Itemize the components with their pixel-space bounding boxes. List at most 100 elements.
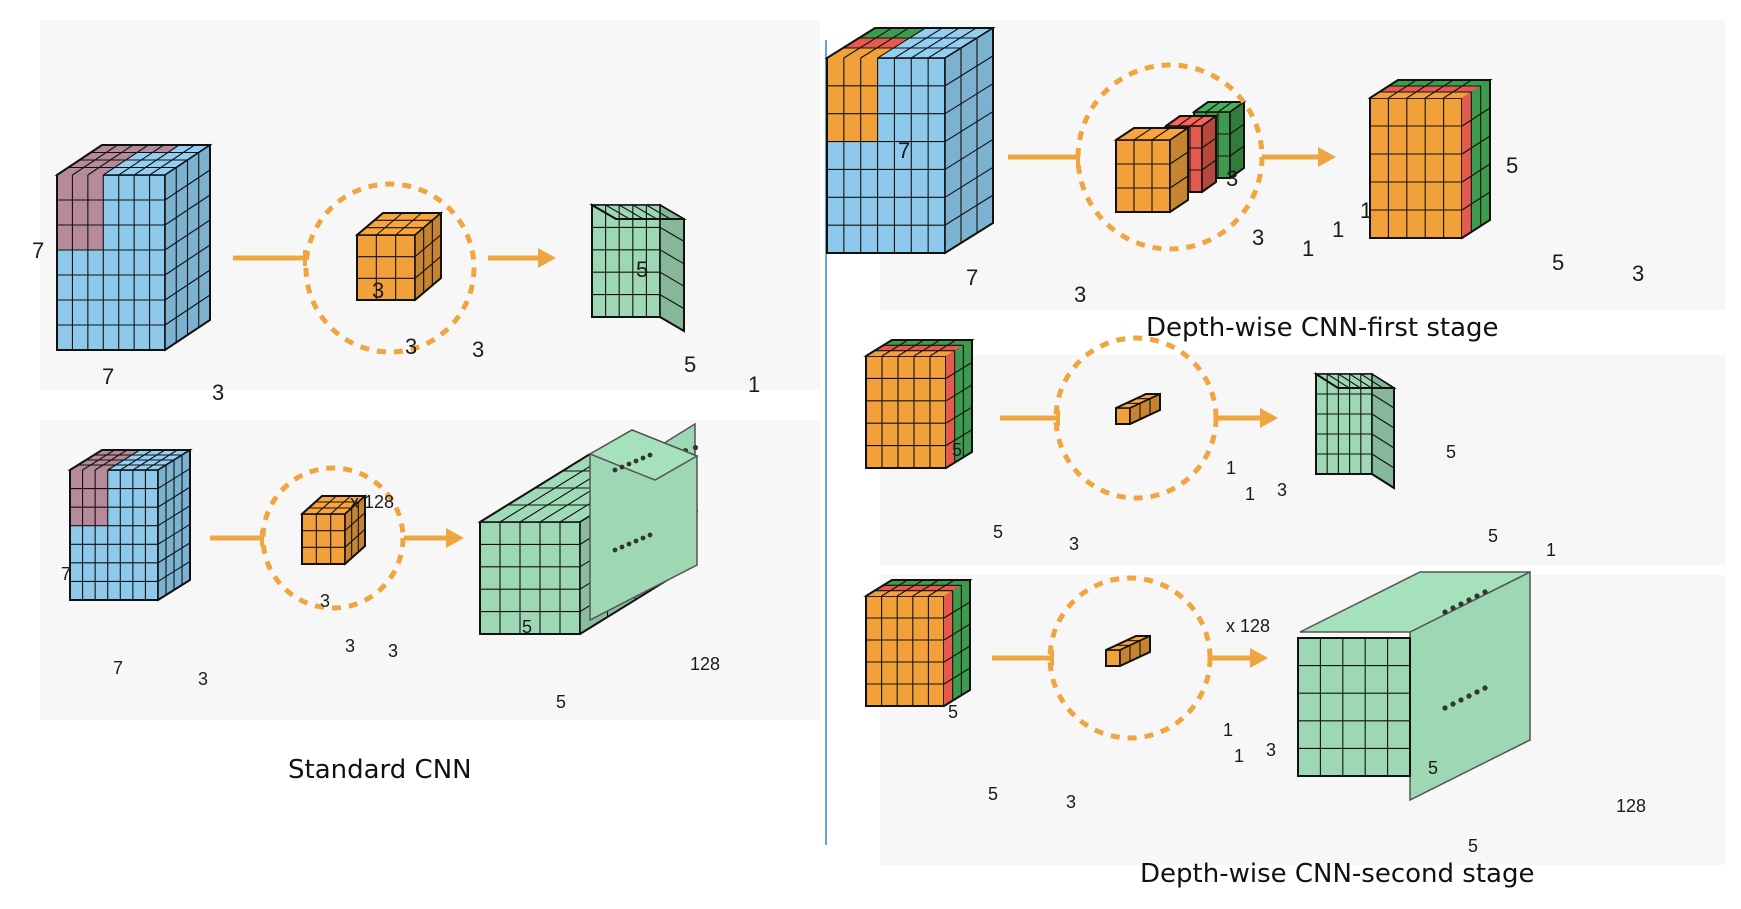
- ellipsis-dot: [1450, 605, 1456, 611]
- ellipsis-dot: [640, 535, 646, 541]
- dw2-bot-output-height-label: 5: [1428, 758, 1438, 778]
- dw2-top-output-depth-label: 1: [1546, 540, 1556, 560]
- dw2-bot-input-depth-label: 3: [1066, 792, 1076, 812]
- std-bot-input-width-label: 7: [113, 658, 123, 678]
- dw1-output-width-label: 5: [1552, 250, 1564, 275]
- dw1-output-depth-label: 3: [1632, 261, 1644, 286]
- dw2-top-input-width-label: 5: [993, 522, 1003, 542]
- dw2-top-kernel-width-label: 1: [1245, 484, 1255, 504]
- std-top-output-depth-label: 1: [748, 372, 760, 397]
- dw1-kernel-orange: [1113, 126, 1191, 214]
- dw1-input-height-label: 7: [898, 138, 910, 163]
- dw2-bot-multiplier-label: x 128: [1226, 616, 1270, 636]
- ellipsis-dot: [1450, 701, 1456, 707]
- dw1-input-width-label: 7: [966, 265, 978, 290]
- std-top-kernel-height-label: 3: [372, 278, 384, 303]
- dw1-kernel-width-label: 3: [1252, 225, 1264, 250]
- ellipsis-dot: [647, 452, 653, 458]
- diagram-shapes: [54, 26, 1531, 802]
- ellipsis-dot: [640, 455, 646, 461]
- std-bot-kernel: [299, 494, 368, 566]
- depthwise-first-stage-caption: Depth-wise CNN-first stage: [1146, 313, 1499, 343]
- ellipsis-dot: [1466, 597, 1472, 603]
- std-top-kernel-depth-label: 3: [472, 337, 484, 362]
- ellipsis-dot: [626, 541, 632, 547]
- ellipsis-dot: [612, 547, 618, 553]
- dw2-bot-kernel: [1105, 634, 1151, 668]
- dw2-top-arrow-out: [1214, 408, 1278, 428]
- dw2-bot-input-height-label: 5: [948, 702, 958, 722]
- std-bot-arrow-out: [404, 528, 464, 548]
- ellipsis-dot: [633, 538, 639, 544]
- dw1-output-height-label: 5: [1506, 153, 1518, 178]
- std-top-kernel-width-label: 3: [405, 334, 417, 359]
- ellipsis-dot: [1482, 589, 1488, 595]
- std-bot-output-long-slab: [588, 429, 699, 622]
- dw2-bot-input-tensor: [863, 578, 973, 708]
- ellipsis-dot: [1482, 685, 1488, 691]
- std-top-output: [589, 203, 687, 333]
- std-top-input-width-label: 7: [102, 364, 114, 389]
- dw1-kernel-depth1-label: 1: [1302, 236, 1314, 261]
- diagram-arrows: [210, 62, 1336, 741]
- dw2-top-kernel: [1115, 392, 1161, 426]
- ellipsis-dot: [647, 532, 653, 538]
- std-top-input-depth-label: 3: [212, 380, 224, 405]
- ellipsis-dot: [692, 445, 699, 451]
- dw1-kernel-height-label: 3: [1226, 166, 1238, 191]
- std-bot-kernel-width-label: 3: [345, 636, 355, 656]
- dw1-kernel-depth2-label: 1: [1332, 217, 1344, 242]
- standard-cnn-caption: Standard CNN: [288, 755, 472, 785]
- std-top-output-height-label: 5: [636, 257, 648, 282]
- dw1-kernel-depth3-label: 1: [1360, 198, 1372, 223]
- dw2-bot-arrow-out: [1208, 648, 1268, 668]
- std-bot-kernel-circle: [260, 465, 406, 611]
- dw2-bot-output-depth-label: 128: [1616, 796, 1646, 816]
- dw1-input-tensor: [824, 26, 996, 255]
- ellipsis-dot: [1466, 693, 1472, 699]
- std-top-kernel: [354, 211, 444, 302]
- std-bot-input-tensor: [67, 448, 193, 602]
- std-top-input-tensor: [54, 143, 213, 352]
- dw2-bot-input-width-label: 5: [988, 784, 998, 804]
- dw2-top-kernel-depth-label: 3: [1277, 480, 1287, 500]
- dw1-output: [1367, 78, 1493, 240]
- std-top-input-height-label: 7: [32, 238, 44, 263]
- ellipsis-dot: [1442, 705, 1448, 711]
- ellipsis-dot: [619, 544, 625, 550]
- ellipsis-dot: [619, 464, 625, 470]
- std-bot-kernel-depth-label: 3: [388, 641, 398, 661]
- dw2-top-output: [1313, 372, 1397, 490]
- dw2-bot-output: [1297, 636, 1411, 777]
- std-bot-output-width-label: 5: [556, 692, 566, 712]
- dw2-top-input-depth-label: 3: [1069, 534, 1079, 554]
- dw2-bot-output-width-label: 5: [1468, 836, 1478, 856]
- ellipsis-dot: [1474, 593, 1480, 599]
- ellipsis-dot: [612, 467, 618, 473]
- ellipsis-dot: [1474, 689, 1480, 695]
- std-bot-multiplier-label: x 128: [350, 492, 394, 512]
- dw2-top-input-height-label: 5: [952, 440, 962, 460]
- std-bot-input-depth-label: 3: [198, 669, 208, 689]
- ellipsis-dot: [1442, 609, 1448, 615]
- std-top-kernel-circle: [303, 181, 477, 355]
- dw1-arrow-out: [1262, 147, 1336, 167]
- dw2-top-kernel-height-label: 1: [1226, 458, 1236, 478]
- std-bot-output-depth-label: 128: [690, 654, 720, 674]
- dw1-input-depth-label: 3: [1074, 282, 1086, 307]
- ellipsis-dot: [1458, 697, 1464, 703]
- ellipsis-dot: [633, 458, 639, 464]
- ellipsis-dot: [626, 461, 632, 467]
- ellipsis-dot: [1458, 601, 1464, 607]
- std-bot-output-height-label: 5: [522, 617, 532, 637]
- dw2-top-input-tensor: [863, 338, 975, 470]
- panel-depthwise-second-top: [880, 355, 1725, 565]
- std-top-output-width-label: 5: [684, 352, 696, 377]
- std-bot-kernel-height-label: 3: [320, 591, 330, 611]
- dw2-top-output-width-label: 5: [1488, 526, 1498, 546]
- depthwise-second-stage-caption: Depth-wise CNN-second stage: [1140, 859, 1534, 889]
- std-top-arrow-out: [488, 248, 556, 268]
- dw2-top-output-height-label: 5: [1446, 442, 1456, 462]
- dw2-bot-kernel-height-label: 1: [1223, 720, 1233, 740]
